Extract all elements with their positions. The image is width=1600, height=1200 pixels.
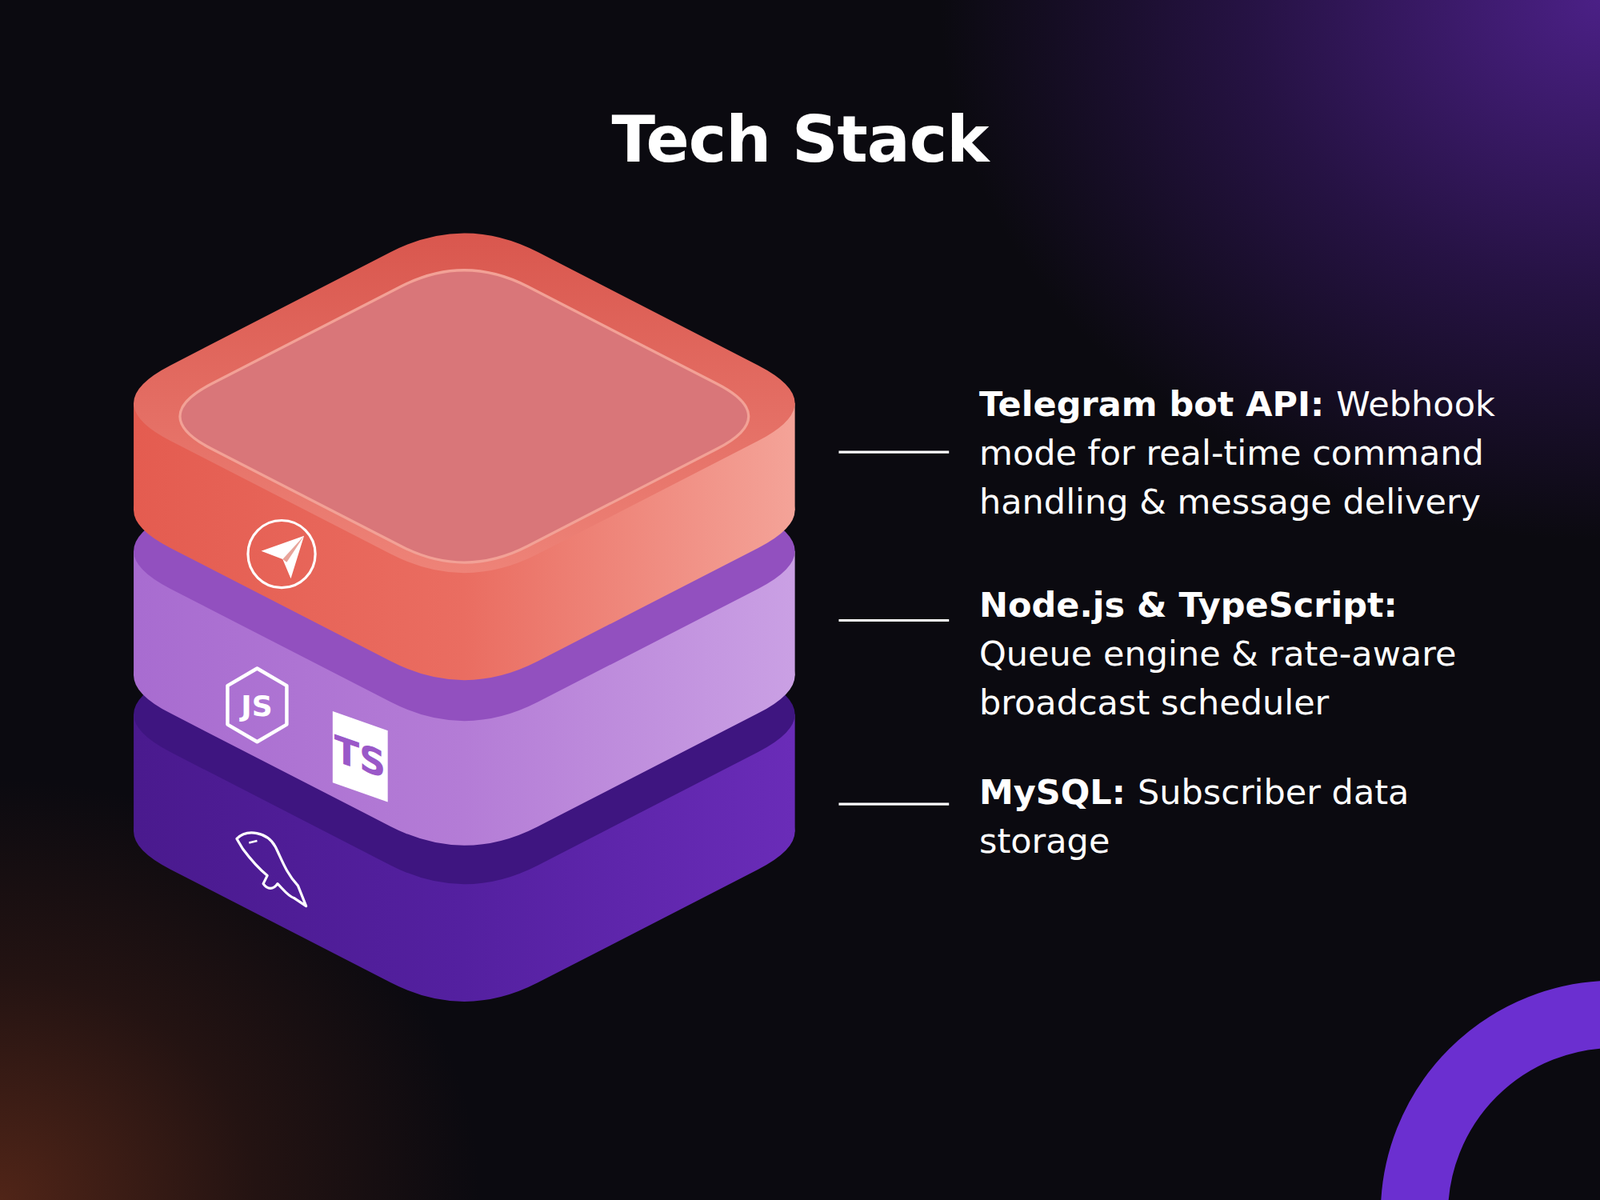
telegram-layer xyxy=(133,232,796,680)
leader-line xyxy=(838,450,949,453)
stack-description: Node.js & TypeScript:Queue engine & rate… xyxy=(979,580,1532,728)
telegram-icon xyxy=(248,520,316,588)
leader-line xyxy=(838,803,949,806)
tech-description: Queue engine & rate-aware broadcast sche… xyxy=(979,633,1456,723)
slide-title: Tech Stack xyxy=(0,108,1600,172)
tech-name: MySQL: xyxy=(979,772,1126,812)
nodejs-logo-text: JS xyxy=(208,692,305,721)
tech-name: Node.js & TypeScript: xyxy=(979,580,1532,630)
mysql-dolphin-icon xyxy=(236,832,307,907)
tech-name: Telegram bot API: xyxy=(979,384,1324,424)
stack-description: MySQL:Subscriber data storage xyxy=(979,768,1532,866)
stack-description: Telegram bot API:Webhook mode for real-t… xyxy=(979,380,1532,527)
typescript-logo-text: TS xyxy=(312,721,408,792)
decorative-ring xyxy=(1414,1014,1600,1200)
leader-lines xyxy=(838,452,949,804)
leader-line xyxy=(838,619,949,622)
